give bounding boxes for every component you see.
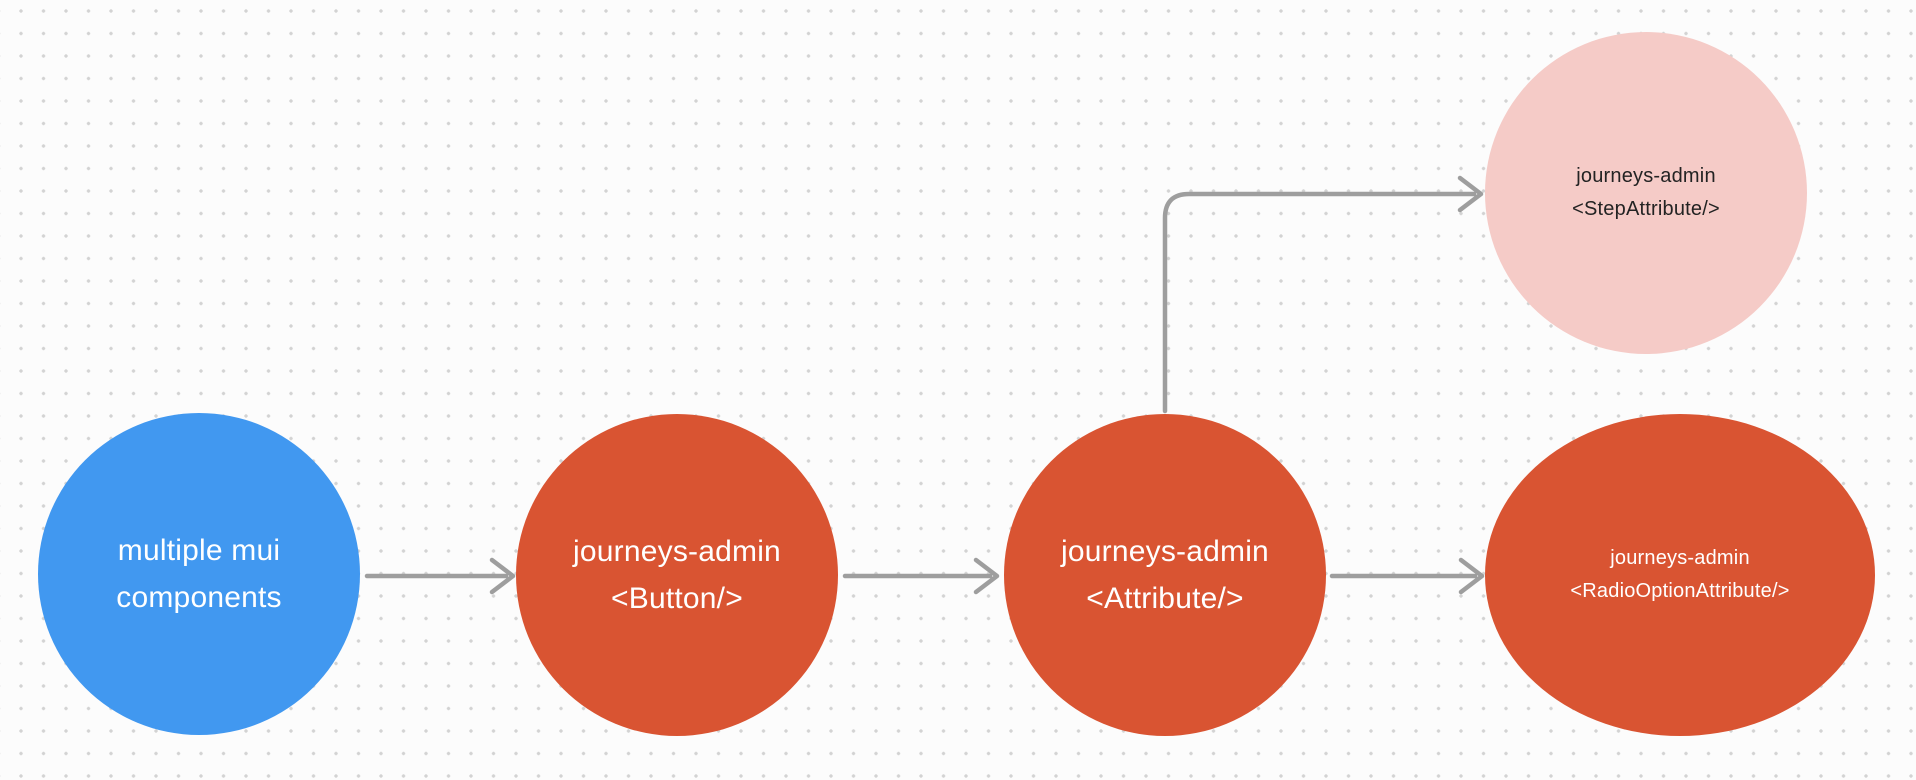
edge-attribute-to-radio-option-attribute[interactable] <box>1329 557 1485 595</box>
node-label: journeys-admin <RadioOptionAttribute/> <box>1570 542 1789 608</box>
node-multiple-mui-components[interactable]: multiple mui components <box>38 413 360 735</box>
node-label: journeys-admin <Attribute/> <box>1061 528 1269 622</box>
node-label: multiple mui components <box>116 527 281 621</box>
node-label-line1: journeys-admin <box>1061 535 1269 568</box>
node-label-line2: components <box>116 581 282 614</box>
node-label-line2: <Attribute/> <box>1086 582 1244 615</box>
edge-mui-to-button[interactable] <box>364 557 516 595</box>
node-label: journeys-admin <StepAttribute/> <box>1572 160 1720 226</box>
node-journeys-admin-button[interactable]: journeys-admin <Button/> <box>516 414 838 736</box>
node-journeys-admin-step-attribute[interactable]: journeys-admin <StepAttribute/> <box>1485 32 1807 354</box>
node-journeys-admin-radio-option-attribute[interactable]: journeys-admin <RadioOptionAttribute/> <box>1485 414 1875 736</box>
node-journeys-admin-attribute[interactable]: journeys-admin <Attribute/> <box>1004 414 1326 736</box>
node-label-line1: multiple mui <box>117 534 281 567</box>
node-label-line2: <RadioOptionAttribute/> <box>1570 580 1790 602</box>
node-label-line2: <StepAttribute/> <box>1572 198 1720 220</box>
node-label-line1: journeys-admin <box>573 535 781 568</box>
edge-button-to-attribute[interactable] <box>842 557 1000 595</box>
node-label-line2: <Button/> <box>611 582 743 615</box>
node-label: journeys-admin <Button/> <box>573 528 781 622</box>
node-label-line1: journeys-admin <box>1610 547 1750 569</box>
node-label-line1: journeys-admin <box>1576 165 1716 187</box>
edge-attribute-to-step-attribute[interactable] <box>1162 175 1484 414</box>
